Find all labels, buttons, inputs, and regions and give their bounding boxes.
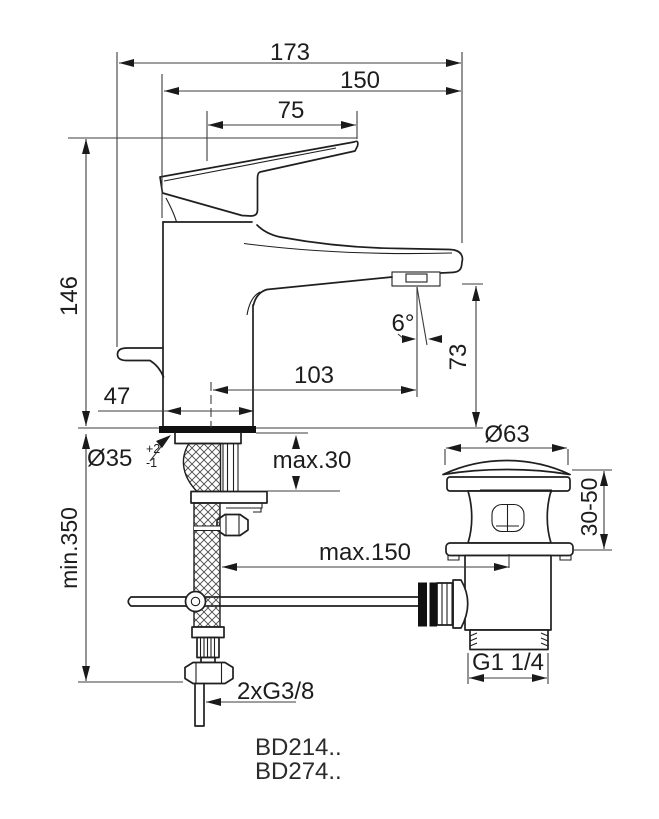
waste-lower-body <box>464 554 552 631</box>
pop-up-rod <box>127 596 419 607</box>
pop-up-waste <box>418 459 574 651</box>
dim-spray-angle-label: 6° <box>392 310 415 337</box>
faucet-mixer-outline <box>116 140 464 433</box>
dim-total-depth-label: 173 <box>270 39 310 66</box>
rear-bracket <box>116 347 165 378</box>
dim-waste-diameter-label: Ø63 <box>484 421 529 448</box>
dim-max-rod-label: max.150 <box>319 539 411 566</box>
aerator <box>391 271 441 287</box>
braided-hose-upper <box>182 442 222 493</box>
dim-hole-diameter-label: Ø35 <box>87 445 132 472</box>
waste-dome-cap <box>442 459 571 476</box>
base-deck-plate <box>159 426 256 433</box>
dim-hole-tol-minus-label: -1 <box>146 456 157 470</box>
product-code-2: BD274.. <box>255 758 342 785</box>
hose-nut <box>184 661 234 685</box>
dim-hole-tol-plus-label: +2 <box>146 442 160 456</box>
dim-min-hose-label: min.350 <box>56 507 82 589</box>
dim-waste-thread-label: G1 1/4 <box>472 649 544 676</box>
dimension-labels: 173 150 75 146 103 47 6° 73 Ø35 +2 -1 ma… <box>56 39 602 705</box>
dim-base-depth-label: 47 <box>104 383 131 410</box>
dim-supply-thread-label: 2xG3/8 <box>237 678 314 705</box>
product-codes: BD214.. BD274.. <box>255 734 342 785</box>
product-code-1: BD214.. <box>255 734 342 761</box>
dim-spout-reach-label: 103 <box>294 362 334 389</box>
supply-assembly <box>127 432 419 727</box>
mounting-nut <box>216 513 249 537</box>
dim-handle-length-label: 75 <box>278 97 305 124</box>
spout <box>256 224 464 274</box>
lever-handle <box>159 140 359 217</box>
dim-max-deck-label: max.30 <box>273 447 352 474</box>
dim-outlet-height-label: 73 <box>445 344 472 371</box>
waste-thread-tail <box>469 629 549 651</box>
dim-clamp-range-label: 30-50 <box>576 478 602 537</box>
dim-spout-depth-label: 150 <box>340 67 380 94</box>
rod-bushing <box>418 582 427 627</box>
waste-upper-body <box>467 490 552 544</box>
dim-body-height-label: 146 <box>56 276 83 316</box>
mounting-washer <box>190 490 268 504</box>
rod-pivot-joint <box>184 590 207 613</box>
dimension-lines <box>68 52 612 706</box>
